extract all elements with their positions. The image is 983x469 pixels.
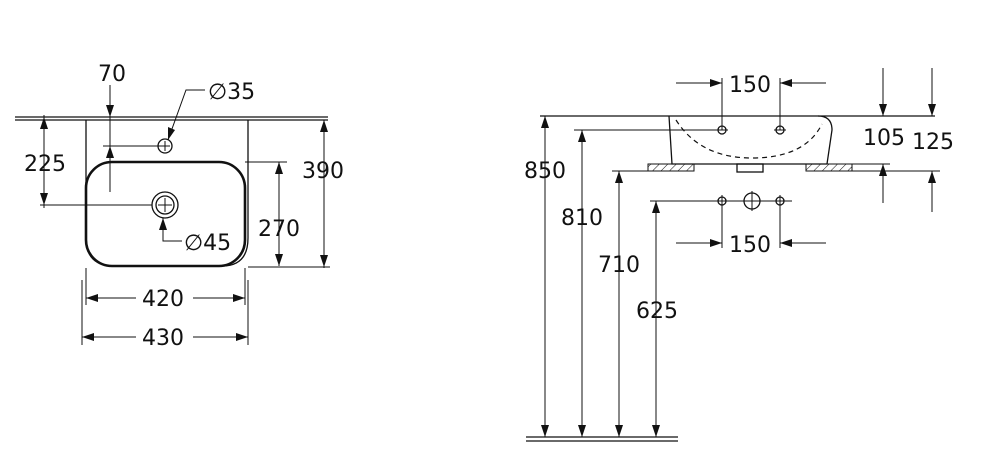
dim-height-625: 625	[636, 299, 678, 324]
dim-height-810: 810	[561, 206, 603, 231]
dim-drain: ∅45	[184, 231, 231, 256]
dim-height-710: 710	[598, 253, 640, 278]
support-right	[805, 163, 853, 172]
dim-top-spacing: 150	[729, 73, 771, 98]
dim-total-depth: 390	[302, 159, 344, 184]
support-left	[647, 163, 695, 172]
drain-stub	[736, 163, 764, 173]
plan-view: 70 ∅35 225 390 270 ∅45 420	[15, 62, 344, 351]
dim-total-width: 430	[142, 326, 184, 351]
dim-bowl-height: 105	[863, 126, 905, 151]
dim-tap-hole: ∅35	[208, 80, 255, 105]
dim-tap-offset: 70	[98, 62, 126, 87]
dim-bowl-depth: 270	[258, 217, 300, 242]
dim-bottom-spacing: 150	[729, 233, 771, 258]
dim-height-850: 850	[524, 159, 566, 184]
bowl-outline	[84, 160, 247, 268]
drain-inner	[155, 195, 175, 215]
bowl-inner-dashed	[675, 119, 823, 159]
dim-tap-depth: 225	[24, 152, 66, 177]
dim-total-height: 125	[912, 130, 954, 155]
side-view: 150 150 105 125 850 810	[524, 68, 954, 442]
basin-side-outline	[668, 115, 833, 165]
dim-bowl-width: 420	[142, 287, 184, 312]
